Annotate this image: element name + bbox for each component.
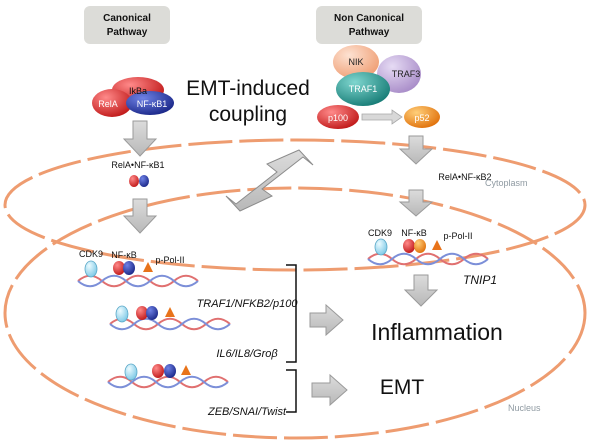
tnip1-label: TNIP1 bbox=[463, 273, 497, 287]
nfkb1-label: NF-κB1 bbox=[137, 99, 168, 109]
p52-molecule bbox=[404, 106, 440, 128]
ikba-label: IkBa bbox=[129, 86, 147, 96]
gene-group-3-label: ZEB/SNAI/Twist bbox=[207, 406, 287, 418]
left-down-arrow-1 bbox=[122, 120, 158, 157]
nik-molecule bbox=[333, 45, 379, 79]
right-nfkb-label: NF-κB bbox=[401, 228, 427, 238]
canonical-header: Canonical Pathway bbox=[84, 6, 170, 44]
rela-dimer-part bbox=[129, 175, 139, 187]
tnip1-down-arrow bbox=[403, 274, 439, 307]
emt-bracket bbox=[286, 369, 297, 413]
ikba-relA-nfkb1-complex: IkBa RelA NF-κB1 bbox=[92, 77, 174, 117]
traf1-label: TRAF1 bbox=[349, 84, 378, 94]
right-down-arrow-1 bbox=[398, 135, 434, 165]
p52-label: p52 bbox=[414, 113, 429, 123]
inflammation-label: Inflammation bbox=[371, 319, 503, 345]
rela-nfkb1-label: RelA•NF-κB1 bbox=[111, 160, 164, 170]
right-cdk9-label: CDK9 bbox=[368, 228, 392, 238]
left-ppol-label: p-Pol-II bbox=[155, 255, 184, 265]
dna-strand-2 bbox=[109, 305, 231, 331]
nfkb1-molecule bbox=[126, 91, 174, 115]
emt-label: EMT bbox=[380, 376, 425, 399]
non-canonical-header-line2: Pathway bbox=[349, 27, 390, 38]
processing-arrow bbox=[361, 109, 403, 125]
p100-label: p100 bbox=[328, 113, 348, 123]
emt-coupling-line2: coupling bbox=[209, 103, 287, 126]
non-canonical-header: Non Canonical Pathway bbox=[316, 6, 422, 44]
non-canonical-header-line1: Non Canonical bbox=[334, 13, 404, 24]
dna-strand-3 bbox=[107, 363, 229, 389]
rela-label: RelA bbox=[98, 99, 118, 109]
traf3-label: TRAF3 bbox=[392, 69, 421, 79]
nfkb1-dimer-part bbox=[139, 175, 149, 187]
nucleus-label: Nucleus bbox=[508, 403, 541, 413]
gene-group-1-label: TRAF1/NFKB2/p100 bbox=[197, 298, 299, 310]
p100-molecule bbox=[317, 105, 359, 129]
dna-strand-1 bbox=[77, 260, 199, 288]
right-ppol-label: p-Pol-II bbox=[443, 231, 472, 241]
right-down-arrow-2 bbox=[398, 189, 434, 217]
dna-strand-4 bbox=[367, 238, 489, 266]
inflammation-bracket bbox=[286, 264, 297, 363]
traf1-molecule bbox=[336, 72, 390, 106]
left-down-arrow-2 bbox=[122, 198, 158, 234]
cytoplasm-label: Cytoplasm bbox=[485, 178, 528, 188]
nik-label: NIK bbox=[348, 57, 363, 67]
emt-double-arrow bbox=[225, 149, 314, 212]
left-nfkb-label: NF-κB bbox=[111, 250, 137, 260]
inflammation-arrow bbox=[309, 303, 344, 337]
rela-nfkb2-label: RelA•NF-κB2 bbox=[438, 172, 491, 182]
rela-molecule bbox=[92, 89, 132, 117]
emt-coupling-line1: EMT-induced bbox=[186, 77, 310, 100]
nuclear-membrane bbox=[3, 186, 587, 440]
gene-group-2-label: IL6/IL8/Groβ bbox=[216, 348, 278, 360]
canonical-header-line1: Canonical bbox=[103, 13, 151, 24]
nik-traf-complex: NIK TRAF3 TRAF1 bbox=[333, 45, 421, 106]
emt-arrow bbox=[311, 373, 348, 407]
left-cdk9-label: CDK9 bbox=[79, 249, 103, 259]
cytoplasm-membrane bbox=[3, 138, 587, 272]
canonical-header-line2: Pathway bbox=[107, 27, 148, 38]
